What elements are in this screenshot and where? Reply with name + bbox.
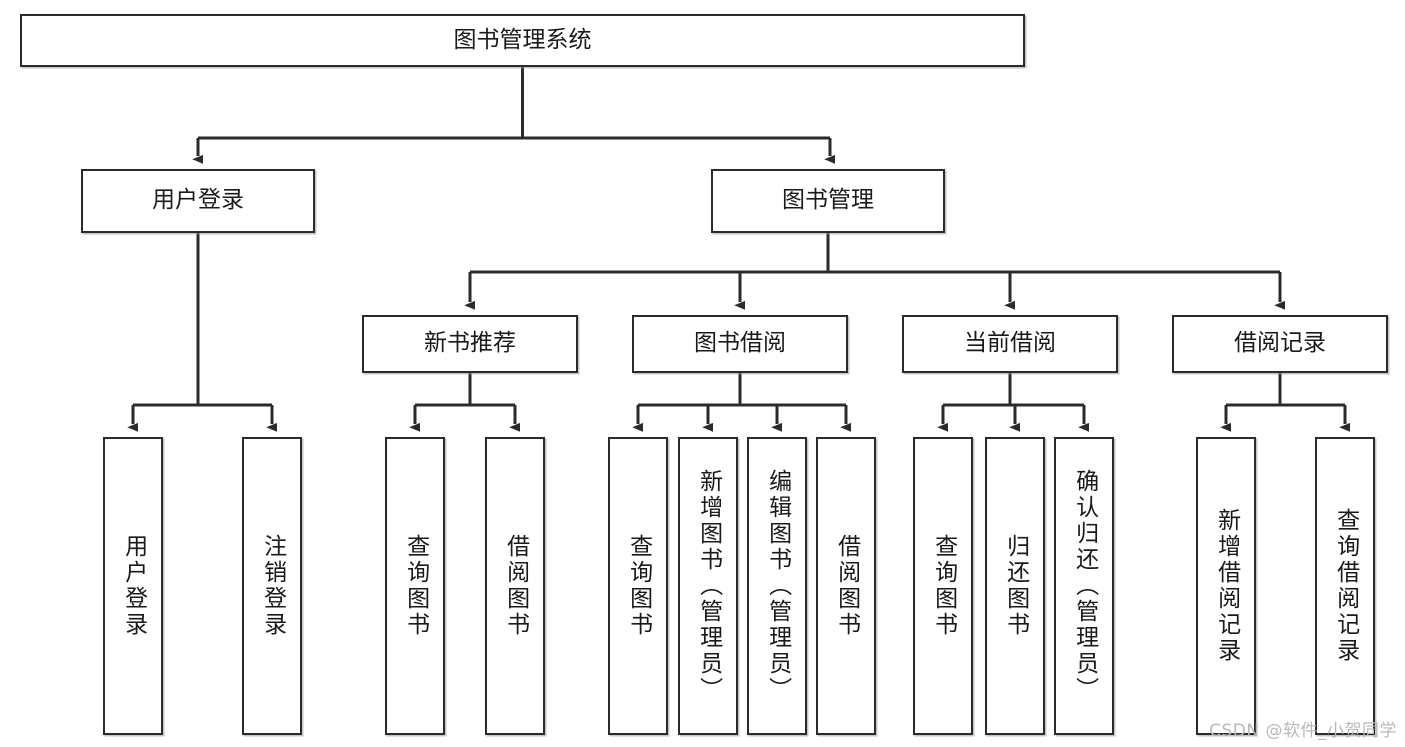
node-label: 借阅图书 xyxy=(833,534,860,638)
leaf-query-book-newbook[interactable]: 查询图书 xyxy=(385,437,445,735)
leaf-add-borrow-record[interactable]: 新增借阅记录 xyxy=(1196,437,1256,735)
leaf-query-borrow-record[interactable]: 查询借阅记录 xyxy=(1315,437,1375,735)
node-label: 查询借阅记录 xyxy=(1332,508,1359,664)
node-user-login[interactable]: 用户登录 xyxy=(81,169,315,233)
leaf-user-logout[interactable]: 注销登录 xyxy=(242,437,302,735)
leaf-add-book-admin[interactable]: 新增图书（管理员） xyxy=(678,437,738,735)
node-label: 用户登录 xyxy=(120,534,147,638)
node-book-borrow[interactable]: 图书借阅 xyxy=(632,315,848,373)
node-label: 归还图书 xyxy=(1002,534,1029,638)
leaf-edit-book-admin[interactable]: 编辑图书（管理员） xyxy=(747,437,807,735)
node-label: 图书管理系统 xyxy=(453,26,592,53)
node-current-borrow[interactable]: 当前借阅 xyxy=(902,315,1118,373)
node-label: 新书推荐 xyxy=(424,330,516,357)
leaf-return-book[interactable]: 归还图书 xyxy=(985,437,1045,735)
node-label: 新增借阅记录 xyxy=(1213,508,1240,664)
node-borrow-records[interactable]: 借阅记录 xyxy=(1172,315,1388,373)
node-label: 借阅图书 xyxy=(502,534,529,638)
watermark-text: CSDN @软件_小贺同学 xyxy=(1209,721,1397,741)
node-label: 当前借阅 xyxy=(964,330,1056,357)
node-label: 查询图书 xyxy=(930,534,957,638)
node-label: 查询图书 xyxy=(625,534,652,638)
leaf-borrow-book[interactable]: 借阅图书 xyxy=(816,437,876,735)
node-label: 新增图书（管理员） xyxy=(695,469,722,703)
node-label: 借阅记录 xyxy=(1234,330,1326,357)
node-label: 确认归还（管理员） xyxy=(1071,469,1098,703)
leaf-borrow-book-newbook[interactable]: 借阅图书 xyxy=(485,437,545,735)
leaf-query-book-current[interactable]: 查询图书 xyxy=(913,437,973,735)
leaf-confirm-return-admin[interactable]: 确认归还（管理员） xyxy=(1054,437,1114,735)
node-new-book-recommend[interactable]: 新书推荐 xyxy=(362,315,578,373)
node-label: 查询图书 xyxy=(402,534,429,638)
node-label: 用户登录 xyxy=(152,187,244,214)
node-label: 编辑图书（管理员） xyxy=(764,469,791,703)
node-book-management[interactable]: 图书管理 xyxy=(711,169,945,233)
node-label: 图书借阅 xyxy=(694,330,786,357)
node-root-system[interactable]: 图书管理系统 xyxy=(20,14,1025,67)
leaf-user-login[interactable]: 用户登录 xyxy=(103,437,163,735)
node-label: 注销登录 xyxy=(259,534,286,638)
leaf-query-book-borrow[interactable]: 查询图书 xyxy=(608,437,668,735)
node-label: 图书管理 xyxy=(782,187,874,214)
